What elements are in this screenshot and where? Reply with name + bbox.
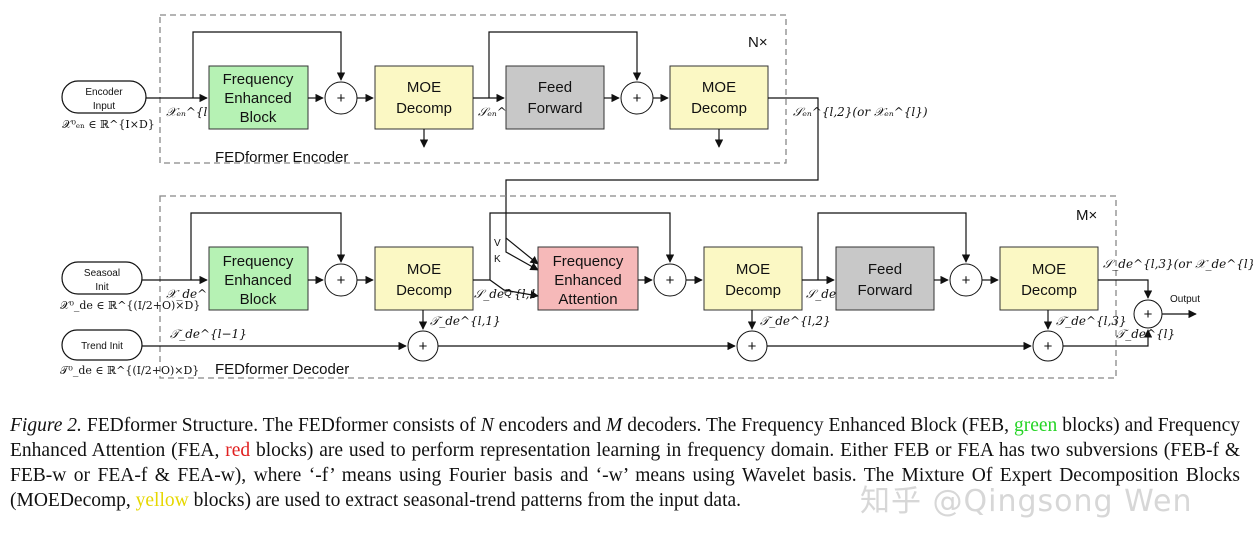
caption-part-6: blocks) are used to extract seasonal-tre…	[188, 490, 742, 511]
encoder-ff-line2: Forward	[527, 100, 582, 117]
decoder-fea-line1: Frequency	[553, 253, 624, 270]
decoder-title: FEDformer Decoder	[215, 361, 349, 378]
svg-text:+: +	[337, 272, 346, 289]
encoder-frame	[159, 14, 787, 164]
svg-text:+: +	[633, 90, 642, 107]
encoder-ff-block	[505, 65, 605, 130]
decoder-s1: 𝒮_de^{l,1}	[474, 287, 545, 301]
caption-part-3: decoders. The Frequency Enhanced Block (…	[622, 415, 1014, 436]
encoder-input-node	[61, 80, 147, 114]
decoder-feb-line2: Enhanced	[224, 272, 292, 289]
caption-part-1: FEDformer Structure. The FEDformer consi…	[81, 415, 481, 436]
encoder-input-math: 𝒳⁰ₑₙ ∈ ℝ^{I×D}	[62, 118, 155, 131]
caption-yellow: yellow	[135, 490, 189, 511]
caption-green: green	[1013, 415, 1058, 436]
encoder-title: FEDformer Encoder	[215, 149, 348, 166]
encoder-input-label-1: Encoder	[85, 87, 123, 98]
decoder-t2: 𝒯_de^{l,2}	[760, 314, 831, 328]
encoder-feb-line2: Enhanced	[224, 90, 292, 107]
svg-text:+: +	[1044, 338, 1053, 355]
decoder-t-out: 𝒯_de^{l}	[1116, 327, 1175, 341]
decoder-moe3-line1: MOE	[1032, 261, 1066, 278]
encoder-input-label-2: Input	[93, 101, 115, 112]
encoder-moe2-block	[669, 65, 769, 130]
decoder-feb-line3: Block	[240, 291, 277, 308]
encoder-moe1-line2: Decomp	[396, 100, 452, 117]
caption-lead: Figure 2.	[10, 415, 82, 436]
caption-red: red	[225, 440, 251, 461]
decoder-fea-block	[537, 246, 639, 311]
fea-k-label: K	[494, 254, 501, 265]
seasonal-init-label-2: Init	[95, 282, 109, 293]
decoder-t3: 𝒯_de^{l,3}	[1056, 314, 1127, 328]
decoder-s3: 𝒮_de^{l,3}(or 𝒳_de^{l})	[1103, 257, 1253, 271]
seasonal-init-label-1: Seasoal	[84, 268, 120, 279]
encoder-moe2-line1: MOE	[702, 79, 736, 96]
figure-caption: Figure 2. FEDformer Structure. The FEDfo…	[10, 413, 1240, 513]
trend-init-label: Trend Init	[81, 341, 123, 352]
decoder-ff-line1: Feed	[868, 261, 902, 278]
caption-m: M	[606, 415, 623, 436]
caption-part-5: blocks) are used to perform representati…	[10, 440, 1240, 511]
decoder-ff-line2: Forward	[857, 282, 912, 299]
encoder-repeat: N×	[748, 34, 768, 51]
decoder-feb-line1: Frequency	[223, 253, 294, 270]
trend-init-math: 𝒯⁰_de ∈ ℝ^{(I/2+O)×D}	[60, 364, 199, 377]
decoder-moe2-line1: MOE	[736, 261, 770, 278]
watermark: 知乎 @Qingsong Wen	[860, 484, 1193, 519]
decoder-t1: 𝒯_de^{l,1}	[430, 314, 501, 328]
seasonal-init-math: 𝒳⁰_de ∈ ℝ^{(I/2+O)×D}	[60, 299, 200, 312]
decoder-moe2-line2: Decomp	[725, 282, 781, 299]
encoder-moe2-line2: Decomp	[691, 100, 747, 117]
caption-n: N	[480, 415, 494, 436]
encoder-moe1-block	[374, 65, 474, 130]
seasonal-init-node	[61, 261, 143, 295]
decoder-moe1-block	[374, 246, 474, 311]
decoder-frame	[159, 195, 1117, 379]
svg-text:+: +	[337, 90, 346, 107]
decoder-feb-block	[208, 246, 309, 311]
svg-text:+: +	[962, 272, 971, 289]
fea-v-label: V	[494, 238, 501, 249]
encoder-ff-line1: Feed	[538, 79, 572, 96]
caption-part-2: encoders and	[493, 415, 607, 436]
encoder-feb-line1: Frequency	[223, 71, 294, 88]
decoder-repeat: M×	[1076, 207, 1097, 224]
encoder-feb-line3: Block	[240, 109, 277, 126]
output-label: Output	[1170, 294, 1200, 305]
svg-text:+: +	[666, 272, 675, 289]
decoder-moe1-line1: MOE	[407, 261, 441, 278]
decoder-moe1-line2: Decomp	[396, 282, 452, 299]
fedformer-diagram: N× FEDformer Encoder Encoder Input 𝒳⁰ₑₙ …	[60, 14, 1253, 379]
trend-init-node	[61, 329, 143, 361]
decoder-fea-line3: Attention	[558, 291, 617, 308]
caption-part-4: blocks) and Frequency Enhanced Attention…	[10, 415, 1240, 461]
decoder-moe3-block	[999, 246, 1099, 311]
decoder-fea-line2: Enhanced	[554, 272, 622, 289]
decoder-ff-block	[835, 246, 935, 311]
decoder-moe3-line2: Decomp	[1021, 282, 1077, 299]
fea-q-label: Q	[504, 288, 512, 299]
encoder-moe1-line1: MOE	[407, 79, 441, 96]
decoder-moe2-block	[703, 246, 803, 311]
encoder-s2: 𝒮ₑₙ^{l,2}(or 𝒳ₑₙ^{l})	[793, 105, 928, 119]
svg-text:+: +	[748, 338, 757, 355]
decoder-var-t: 𝒯_de^{l−1}	[170, 327, 247, 341]
encoder-feb-block	[208, 65, 309, 130]
svg-text:+: +	[1144, 306, 1153, 323]
svg-text:+: +	[419, 338, 428, 355]
